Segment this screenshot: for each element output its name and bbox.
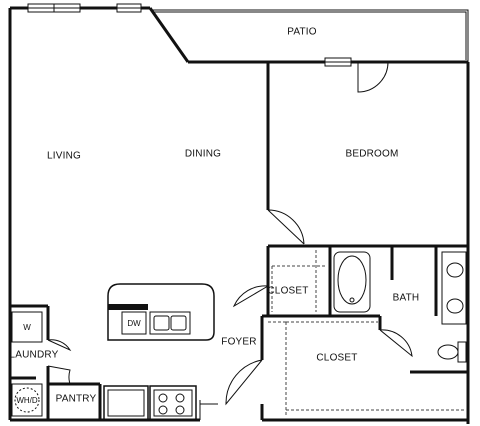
- closet-shelves: [268, 250, 464, 416]
- dishwasher: [121, 311, 147, 335]
- bathtub: [333, 251, 371, 313]
- label-patio: PATIO: [287, 27, 317, 38]
- label-laundry: LAUNDRY: [9, 350, 58, 361]
- label-dishwasher: DW: [127, 319, 141, 328]
- bath-fixtures: [333, 251, 467, 363]
- refrigerator: [107, 389, 145, 417]
- label-closet-upper: CLOSET: [267, 286, 308, 297]
- laundry-appliances: [11, 311, 43, 417]
- vanity: [441, 251, 467, 325]
- outer-walls: [8, 6, 470, 424]
- bath-sink-top: [446, 262, 464, 278]
- doors: [47, 61, 413, 420]
- toilet-bowl: [437, 344, 459, 360]
- label-washer-dryer: WH/D: [16, 396, 38, 405]
- bath-sink-bottom: [446, 298, 464, 314]
- label-dining: DINING: [185, 149, 221, 160]
- kitchen-sink: [149, 311, 191, 335]
- label-washer: W: [23, 323, 31, 332]
- label-pantry: PANTRY: [56, 394, 97, 405]
- label-bedroom: BEDROOM: [345, 149, 398, 160]
- label-closet-lower: CLOSET: [316, 353, 357, 364]
- label-bath: BATH: [393, 293, 420, 304]
- interior-walls: [10, 62, 468, 420]
- room-labels: PATIO LIVING DINING BEDROOM CLOSET BATH …: [9, 27, 419, 405]
- label-living: LIVING: [47, 151, 81, 162]
- label-foyer: FOYER: [221, 337, 256, 348]
- toilet-tank: [457, 341, 467, 363]
- island-bar-top: [108, 304, 148, 310]
- washer-dryer: [11, 383, 43, 417]
- range-stove: [153, 389, 193, 417]
- kitchen-island: [107, 283, 215, 341]
- windows: [27, 3, 352, 67]
- washer: [11, 311, 43, 343]
- kitchen-counter: [103, 385, 197, 421]
- patio-outline: [150, 9, 469, 62]
